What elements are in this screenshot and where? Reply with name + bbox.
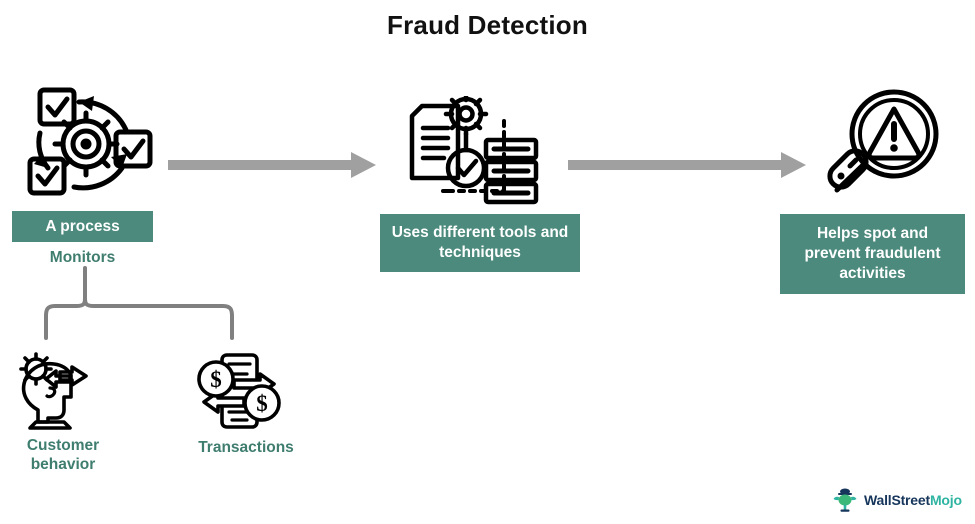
svg-text:$: $	[256, 391, 268, 416]
step-1-box: A process	[12, 211, 153, 242]
head-gear-arrows-icon	[10, 352, 102, 430]
document-gear-database-icon	[400, 91, 540, 206]
monitored-item-2-label: Transactions	[198, 439, 294, 456]
money-exchange-icon: $ $	[196, 352, 282, 430]
curly-bracket-connector	[20, 266, 270, 356]
step-2-box: Uses different tools and techniques	[380, 214, 580, 272]
step-1-caption: Monitors	[49, 249, 116, 266]
magnifier-warning-icon	[823, 86, 945, 204]
step-3-box: Helps spot and prevent fraudulent activi…	[780, 214, 965, 294]
bull-mascot-icon	[833, 488, 857, 512]
monitored-item-1-label: Customer behavior	[26, 437, 100, 474]
right-arrow-icon	[168, 152, 376, 178]
svg-text:$: $	[210, 367, 222, 392]
right-arrow-icon	[568, 152, 806, 178]
logo-text-accent: Mojo	[929, 492, 962, 508]
wallstreetmojo-logo[interactable]: WallStreetMojo	[832, 486, 962, 514]
process-gear-checklist-icon	[18, 82, 160, 204]
logo-text-primary: WallStreet	[864, 492, 930, 508]
page-title: Fraud Detection	[387, 10, 588, 40]
logo-text: WallStreetMojo	[864, 492, 962, 508]
